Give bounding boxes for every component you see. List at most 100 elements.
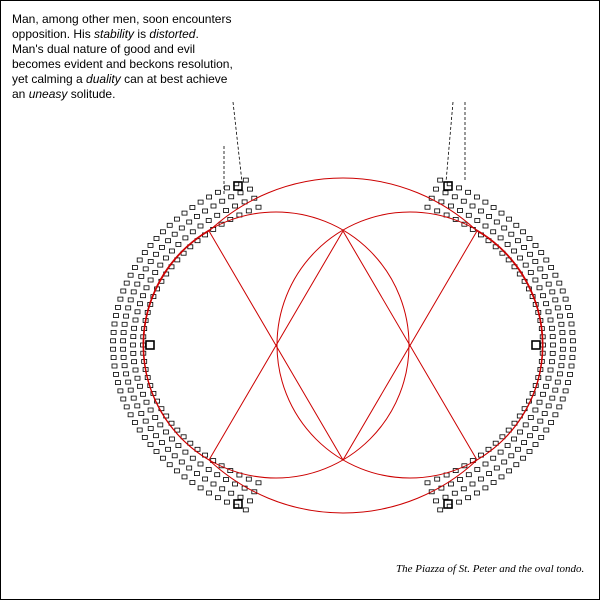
colonnade-column xyxy=(153,251,159,257)
colonnade-column xyxy=(142,418,149,424)
colonnade-column xyxy=(456,185,463,191)
colonnade-column xyxy=(125,305,132,311)
colonnade-column xyxy=(490,205,497,210)
colonnade-column xyxy=(175,241,182,247)
colonnade-column xyxy=(543,427,550,433)
colonnade-column xyxy=(178,459,185,465)
colonnade-column xyxy=(237,190,244,196)
colonnade-pier xyxy=(233,181,243,191)
colonnade-column xyxy=(565,304,571,310)
colonnade-column xyxy=(451,194,458,200)
colonnade-column xyxy=(498,474,505,480)
colonnade-column xyxy=(451,490,458,496)
intro-text-5: can at best achieve an xyxy=(12,72,228,101)
colonnade-column xyxy=(527,433,533,439)
colonnade-column xyxy=(424,204,431,210)
colonnade-column xyxy=(120,354,127,360)
colonnade-column xyxy=(497,449,504,455)
word-uneasy: uneasy xyxy=(28,87,68,101)
colonnade-column xyxy=(474,467,481,472)
colonnade-column xyxy=(206,490,213,496)
colonnade-column xyxy=(541,273,548,279)
colonnade-column xyxy=(549,395,556,401)
colonnade-column xyxy=(159,455,166,461)
construction-geometry xyxy=(142,177,544,514)
colonnade-column xyxy=(168,436,175,442)
colonnade-column xyxy=(138,273,145,279)
colonnade-column xyxy=(565,380,571,386)
colonnade-column xyxy=(218,221,225,227)
colonnade-column xyxy=(147,277,154,283)
colonnade-column xyxy=(515,238,521,244)
colonnade-column xyxy=(532,277,539,283)
word-distorted: distorted xyxy=(149,27,196,41)
colonnade-column xyxy=(125,379,132,385)
colonnade-column xyxy=(490,455,497,461)
colonnade-column xyxy=(132,317,139,323)
colonnade-column xyxy=(474,218,481,223)
colonnade-column xyxy=(552,387,559,393)
colonnade-column xyxy=(545,403,552,409)
colonnade-column xyxy=(153,433,159,439)
colonnade-pier xyxy=(531,340,541,350)
colonnade-column xyxy=(549,325,555,331)
colonnade-column xyxy=(175,443,182,449)
colonnade-column xyxy=(197,223,204,229)
colonnade-column xyxy=(242,177,249,183)
colonnade-column xyxy=(515,446,521,452)
intro-text-1: Man, among other men, soon encounters op… xyxy=(12,12,232,41)
colonnade-column xyxy=(477,476,484,482)
colonnade-column xyxy=(508,231,515,237)
colonnade-column xyxy=(189,455,196,461)
colonnade-column xyxy=(532,259,539,264)
colonnade-column xyxy=(223,477,229,482)
colonnade-column xyxy=(540,391,546,397)
colonnade-column xyxy=(134,309,141,315)
colonnade-column xyxy=(543,383,549,389)
colonnade-column xyxy=(115,304,121,310)
colonnade-column xyxy=(181,210,188,216)
colonnade-column xyxy=(232,481,239,487)
colonnade-column xyxy=(554,305,561,311)
colonnade-column xyxy=(556,280,563,286)
colonnade-column xyxy=(187,440,194,446)
colonnade-column xyxy=(178,225,185,231)
colonnade-column xyxy=(247,498,253,504)
colonnade-column xyxy=(193,213,200,219)
colonnade-column xyxy=(482,485,489,491)
colonnade-column xyxy=(465,189,472,195)
colonnade-column xyxy=(130,342,136,348)
colonnade-column xyxy=(482,461,489,467)
colonnade-column xyxy=(559,288,566,294)
colonnade-column xyxy=(473,490,480,496)
colonnade-column xyxy=(166,462,173,468)
colonnade-column xyxy=(562,296,569,302)
colonnade-column xyxy=(214,495,221,501)
colonnade-column xyxy=(219,198,226,204)
colonnade-column xyxy=(162,429,169,435)
colonnade-column xyxy=(538,250,545,256)
colonnade-column xyxy=(567,371,573,377)
colonnade-column xyxy=(457,477,463,482)
colonnade-pier xyxy=(443,181,453,191)
colonnade-column xyxy=(511,436,518,442)
colonnade-column xyxy=(130,289,137,295)
colonnade-column xyxy=(434,476,441,482)
colonnade-column xyxy=(110,346,116,352)
colonnade-column xyxy=(493,219,500,225)
colonnade-column xyxy=(127,387,134,393)
colonnade-column xyxy=(522,262,529,268)
colonnade-column xyxy=(520,455,526,461)
colonnade-column xyxy=(537,418,544,424)
colonnade-column xyxy=(505,427,512,433)
colonnade-column xyxy=(157,422,164,428)
colonnade-column xyxy=(532,442,539,448)
left-circle xyxy=(142,211,410,479)
colonnade-column xyxy=(123,404,130,410)
colonnade-column xyxy=(131,265,138,270)
colonnade-column xyxy=(121,363,128,369)
colonnade-column xyxy=(560,338,566,344)
colonnade-column xyxy=(143,399,150,405)
colonnade-column xyxy=(433,498,439,504)
colonnade-column xyxy=(242,507,249,513)
